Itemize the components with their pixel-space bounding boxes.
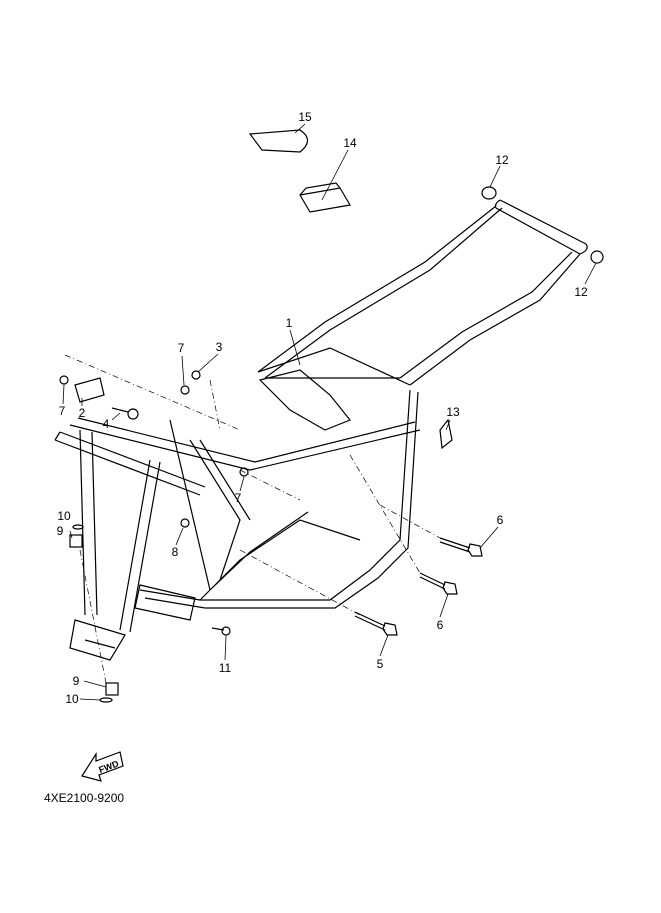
callout-14: 14	[343, 136, 357, 150]
callout-7: 7	[58, 404, 66, 418]
front-cross	[54, 431, 206, 496]
part-10-collar	[72, 524, 84, 530]
part-6-bolt-head	[467, 543, 483, 557]
backbone	[258, 369, 351, 431]
callout-9: 9	[56, 524, 64, 538]
callout-15: 15	[298, 110, 312, 124]
lower-cradle	[139, 389, 419, 609]
diagram-code: 4XE2100-9200	[44, 791, 125, 805]
front-bracket	[134, 584, 196, 621]
top-rail-left	[257, 205, 503, 379]
callout-9: 9	[72, 674, 80, 688]
callout-13: 13	[446, 405, 460, 419]
part-4-bolt	[111, 407, 129, 413]
part-12-cap	[481, 186, 497, 200]
part-7-nut	[180, 385, 190, 395]
callout-4: 4	[102, 417, 110, 431]
part-5-bolt	[354, 611, 386, 631]
part-8-nut	[180, 518, 190, 528]
part-4-bolt-head	[127, 408, 139, 420]
part-5-bolt-head	[382, 622, 398, 636]
part-15-emblem	[248, 129, 309, 153]
callout-5: 5	[376, 657, 384, 671]
down-tube-left	[79, 429, 98, 616]
callout-12: 12	[495, 153, 509, 167]
part-9-damper	[69, 534, 83, 548]
part-9-damper	[105, 682, 119, 696]
fwd-arrow-icon: FWD	[80, 748, 125, 788]
callout-6: 6	[436, 618, 444, 632]
part-3-bolt	[191, 370, 201, 380]
part-12-cap	[590, 250, 604, 264]
top-rail-right	[399, 251, 581, 386]
callout-6: 6	[496, 513, 504, 527]
part-14-plate	[299, 182, 351, 213]
lower-cross	[199, 511, 361, 601]
part-10-collar	[99, 697, 113, 703]
callout-10: 10	[65, 692, 79, 706]
part-6-bolt-head	[442, 581, 458, 595]
upper-cross	[69, 417, 421, 471]
callout-7: 7	[234, 491, 242, 505]
part-7-nut	[59, 375, 69, 385]
skid-plate	[69, 619, 126, 661]
leader-lines	[62, 123, 597, 701]
callout-3: 3	[215, 340, 223, 354]
center-lines	[64, 354, 441, 684]
seat-rail	[257, 347, 411, 386]
part-6-bolt	[439, 537, 471, 553]
down-tube-right	[119, 459, 161, 633]
side-braces	[169, 419, 251, 591]
part-7-nut	[239, 467, 249, 477]
part-2-bracket	[74, 377, 105, 403]
part-13-clamp	[439, 418, 453, 450]
callout-12: 12	[574, 285, 588, 299]
callout-10: 10	[57, 509, 71, 523]
callout-2: 2	[78, 406, 86, 420]
rear-cross-tube	[494, 199, 588, 255]
callout-1: 1	[285, 316, 293, 330]
part-6-bolt	[419, 572, 446, 590]
callout-8: 8	[171, 545, 179, 559]
part-11-bolt-head	[221, 626, 231, 636]
callout-7: 7	[177, 341, 185, 355]
callout-11: 11	[218, 661, 232, 675]
